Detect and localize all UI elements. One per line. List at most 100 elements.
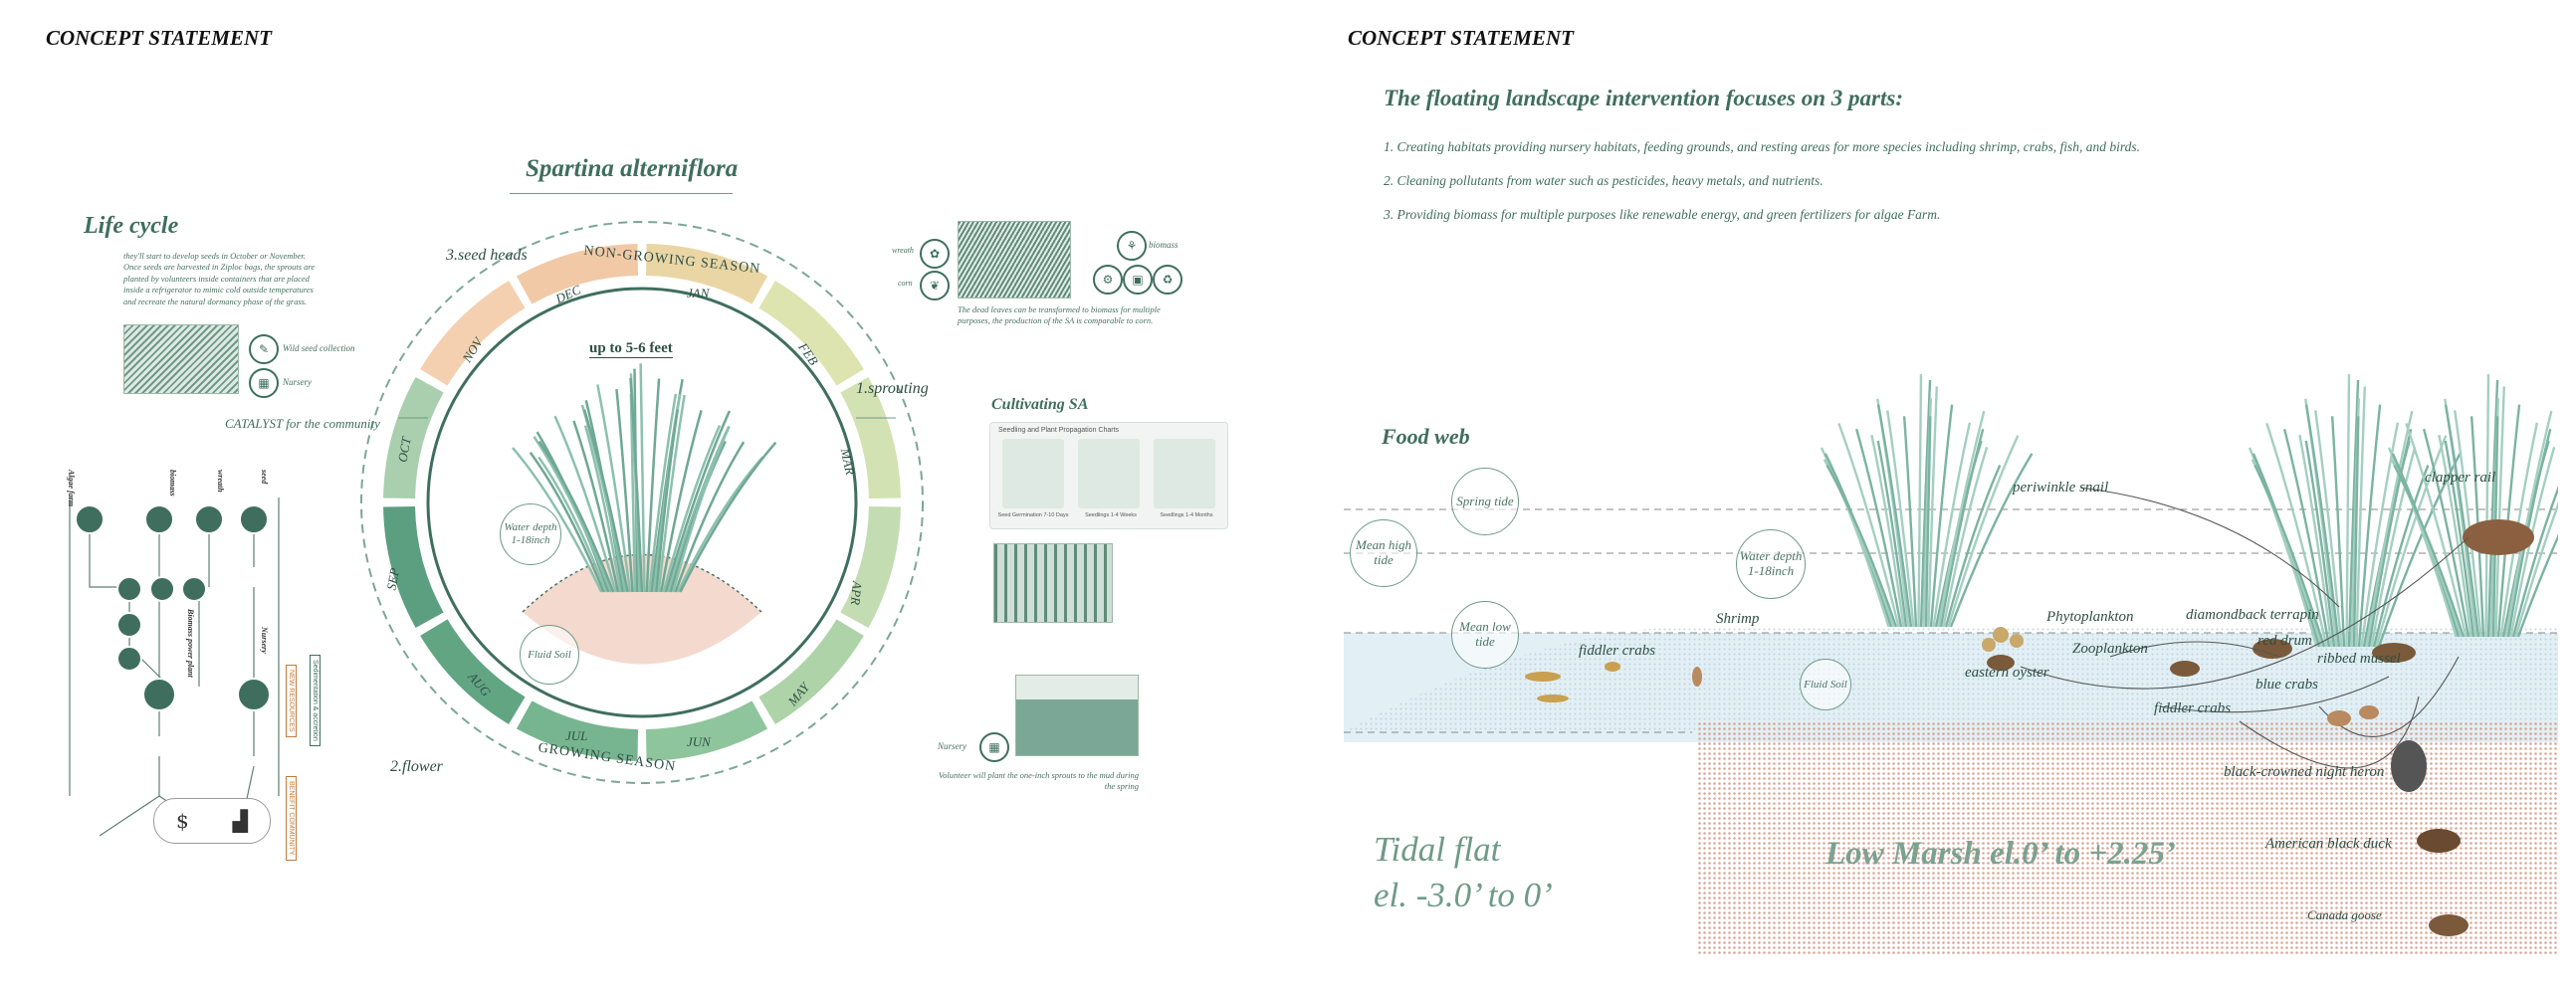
cultivating-step-2 (1078, 439, 1140, 508)
marsh-grass-blade (1924, 416, 1932, 628)
species-title: Spartina alterniflora (526, 155, 739, 182)
marsh-grass-blade (1876, 440, 1908, 628)
marsh-grass-blade (1870, 434, 1905, 628)
marsh-grass-blade (2499, 422, 2539, 638)
species-ribbed-mussel: ribbed mussel (2317, 651, 2401, 667)
marsh-grass-blade (2516, 533, 2558, 638)
marsh-grass-blade (2265, 423, 2328, 648)
wild-seed-collection-label: Wild seed collection (283, 343, 355, 353)
grass-blade (596, 384, 632, 593)
month-jul: JUL (565, 728, 588, 743)
marsh-grass-blade (1939, 428, 1985, 628)
grass-blade (615, 389, 634, 593)
wheel-segment (383, 376, 444, 499)
marsh-grass-blade (2393, 464, 2466, 638)
biomass-icon-4: ♻ (1153, 265, 1182, 295)
nursery-legend-label: Nursery (283, 377, 312, 387)
sedimentation-tag: Sedimentation & accretion (310, 655, 321, 746)
cultivating-step-3-label: Seedlings 1-4 Months (1160, 512, 1213, 518)
species-fiddler-crabs-right: fiddler crabs (2154, 700, 2232, 716)
left-header: CONCEPT STATEMENT (46, 26, 272, 50)
tree-label-wreath: wreath (216, 470, 225, 493)
marsh-grass-blade (2367, 428, 2413, 648)
corn-label: corn (898, 279, 913, 288)
grass-blade (657, 394, 686, 593)
grass-blade (583, 425, 622, 593)
grass-blade (537, 456, 608, 593)
corn-icon: ❦ (920, 271, 950, 300)
grass-blade (639, 363, 646, 593)
marsh-grass-blade (1927, 386, 1939, 628)
marsh-section (1344, 374, 2558, 955)
cultivating-step-1 (1002, 439, 1064, 508)
marsh-grass-blade (2504, 410, 2553, 638)
stage-flower: 2.flower (390, 758, 443, 775)
marsh-grass-blade (2330, 416, 2346, 648)
nursery-location-label: Nursery (938, 741, 966, 751)
biomass-icon-3: ▣ (1123, 265, 1153, 295)
marsh-grass-blade (1886, 410, 1915, 628)
cultivating-step-1-label: Seed Germination 7-10 Days (997, 512, 1069, 518)
marsh-grass-blade (1837, 422, 1900, 628)
marsh-grass-blade (2304, 440, 2336, 648)
grass-blade (645, 378, 661, 593)
marsh-grass-blade (2298, 434, 2333, 648)
community-icons: $ ▟ (153, 798, 271, 844)
seedling-trays-photo (993, 543, 1113, 623)
wheel-segment (758, 281, 864, 386)
point-2: 2. Cleaning pollutants from water such a… (1384, 173, 1824, 188)
tidal-flat-label: Tidal flat (1374, 830, 1501, 869)
grass-blade (647, 393, 678, 593)
cultivating-title: Cultivating SA (991, 396, 1089, 413)
wheel-segment (645, 700, 768, 761)
marsh-grass-blade (2514, 500, 2558, 638)
marsh-grass-blade (2370, 447, 2417, 648)
month-jan: JAN (687, 286, 710, 300)
grass-blade (629, 393, 637, 593)
tidal-flat-elevation: el. -3.0’ to 0’ (1374, 876, 1553, 914)
tree-label-algae-farm: Algae farm (67, 470, 76, 507)
species-blue-crabs: blue crabs (2255, 677, 2318, 693)
month-jun: JUN (687, 734, 711, 749)
wheel-segment (420, 281, 526, 386)
biomass-icon: ⚘ (1117, 231, 1147, 261)
marsh-grass-blade (2405, 422, 2468, 638)
marsh-grass-blade (2511, 485, 2558, 638)
benefit-community-tag: BENEFIT COMMUNITY (286, 776, 297, 861)
new-resources-tag: NEW RESOURCES (286, 665, 297, 737)
marsh-grass-blade (1932, 422, 1972, 628)
species-eastern-oyster: eastern oyster (1965, 665, 2049, 681)
biomass-label: biomass (1149, 240, 1179, 250)
grass-blade (553, 415, 617, 593)
water-depth-bubble-left: Water depth 1-18inch (500, 503, 561, 565)
grass-blade (679, 441, 777, 593)
marsh-grass-blade (2444, 404, 2480, 638)
wheel-segment (516, 700, 639, 761)
wheel-segment (516, 244, 639, 304)
species-black-duck: American black duck (2265, 836, 2392, 852)
height-label: up to 5-6 feet (589, 340, 673, 358)
grass-blade (533, 436, 612, 593)
nursery-icon: ▦ (249, 368, 279, 398)
grass-blade (674, 441, 746, 593)
species-periwinkle-snail: periwinkle snail (2013, 480, 2109, 496)
nursery-location-icon: ▦ (979, 732, 1009, 762)
cultivating-step-2-label: Seedlings 1-4 Weeks (1085, 512, 1137, 518)
tree-label-seed: seed (260, 470, 269, 485)
life-cycle-title: Life cycle (84, 213, 179, 239)
grass-blade (655, 409, 679, 593)
marsh-grass-blade (2248, 447, 2318, 648)
marsh-grass-blade (2357, 404, 2382, 648)
species-night-heron: black-crowned night heron (2224, 764, 2385, 780)
species-diamondback-terrapin: diamondback terrapin (2186, 607, 2319, 623)
marsh-grass-blade (2360, 422, 2400, 648)
grass-blade (582, 409, 629, 593)
species-shrimp: Shrimp (1716, 611, 1760, 627)
grass-blade (512, 447, 603, 593)
species-title-underline (510, 193, 733, 194)
marsh-grass-blade (2438, 434, 2472, 638)
wheel-segment (383, 505, 444, 629)
marsh-grass-blade (1825, 464, 1898, 628)
month-apr: APR (847, 580, 865, 606)
intro-statement: The floating landscape intervention focu… (1384, 86, 1903, 110)
